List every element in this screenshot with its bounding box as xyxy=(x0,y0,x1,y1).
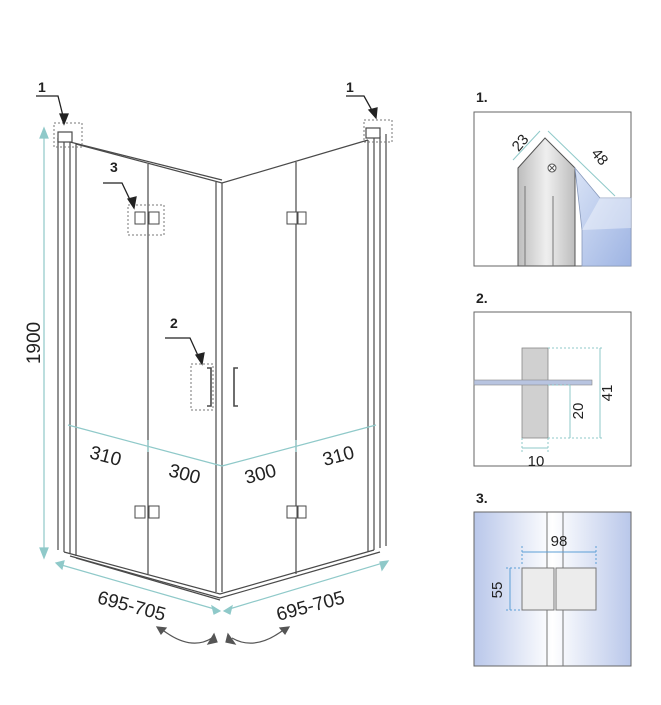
detail-2-dim-c: 10 xyxy=(528,453,545,470)
hinge-group xyxy=(134,211,307,519)
panel-width-4: 310 xyxy=(321,442,357,470)
hinge-upper-left-b xyxy=(148,211,160,225)
callout-box-2 xyxy=(190,363,214,411)
detail-3-dim-b: 55 xyxy=(489,582,506,599)
hinge-upper-right-b xyxy=(297,211,307,225)
callout-label-1-right: 1 xyxy=(346,79,354,95)
hinge-lower-right xyxy=(286,505,298,519)
enclosure-drawing xyxy=(57,127,387,601)
hinge-lower-right-b xyxy=(297,505,307,519)
callout-label-3: 3 xyxy=(110,159,118,175)
door-handles xyxy=(207,367,238,407)
base-width-right: 695-705 xyxy=(274,588,347,626)
detail-2-dim-b: 20 xyxy=(570,403,587,420)
base-width-left: 695-705 xyxy=(95,588,168,626)
detail-2-panel xyxy=(473,311,632,467)
panel-width-3: 300 xyxy=(243,460,279,488)
hinge-upper-right xyxy=(286,211,298,225)
detail-3-title: 3. xyxy=(476,490,488,506)
detail-3-dim-a: 98 xyxy=(551,533,568,550)
callout-box-1-right xyxy=(363,119,393,143)
detail-2-dim-a: 41 xyxy=(599,385,616,402)
callout-box-3 xyxy=(127,204,165,236)
height-label: 1900 xyxy=(24,322,45,364)
hinge-lower-left-b xyxy=(148,505,160,519)
callout-label-2: 2 xyxy=(170,315,178,331)
handle-left xyxy=(207,367,212,407)
hinge-upper-left xyxy=(134,211,146,225)
detail-1-panel xyxy=(473,111,632,267)
callout-box-1-left xyxy=(53,122,83,148)
handle-right xyxy=(233,367,238,407)
hinge-lower-left xyxy=(134,505,146,519)
detail-1-title: 1. xyxy=(476,89,488,105)
callout-label-1-left: 1 xyxy=(38,79,46,95)
detail-3-panel xyxy=(473,511,632,667)
panel-width-2: 300 xyxy=(166,460,202,488)
door-swing-arrows xyxy=(155,626,291,645)
panel-width-1: 310 xyxy=(87,442,123,470)
detail-2-title: 2. xyxy=(476,290,488,306)
